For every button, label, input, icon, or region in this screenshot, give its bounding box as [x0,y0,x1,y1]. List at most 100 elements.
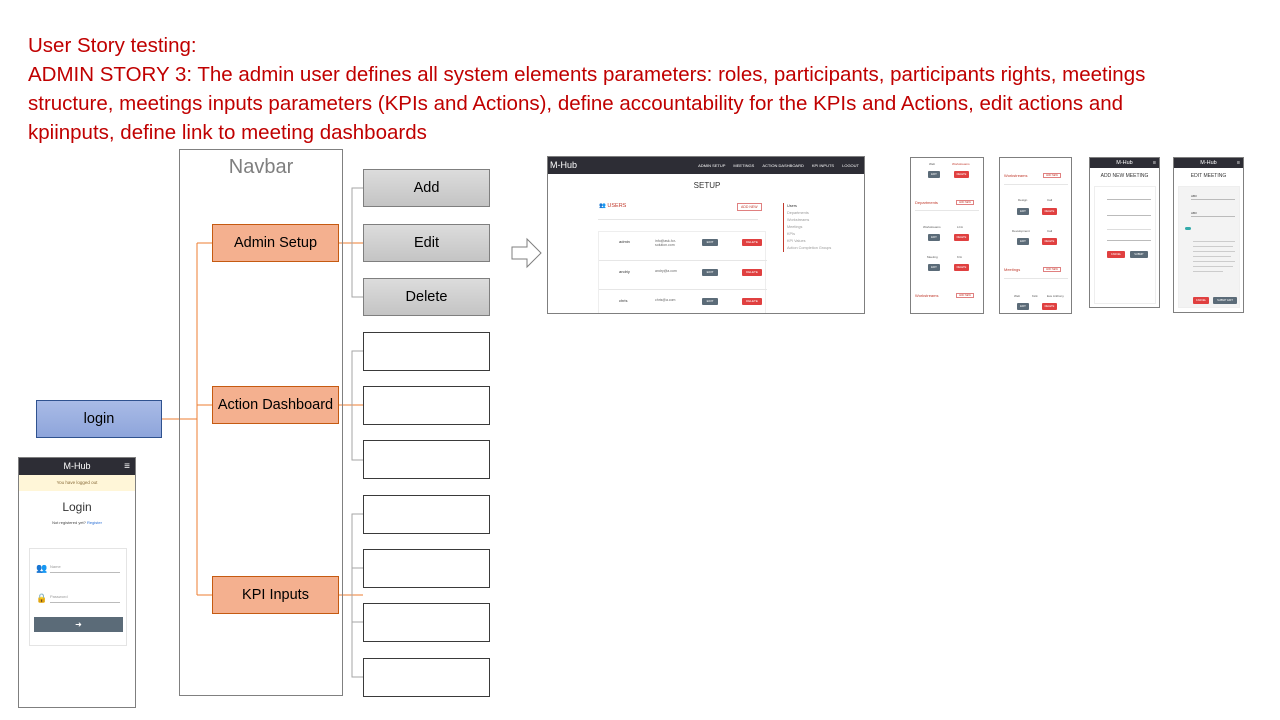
edit-button[interactable]: EDIT [928,171,940,178]
edit-button[interactable]: EDIT [1017,238,1029,245]
side-menu-users[interactable]: Users [787,204,797,208]
add-meeting-form: CANCEL SUBMIT [1094,186,1156,304]
delete-user-button[interactable]: DELETE [742,269,762,276]
side-menu-action-groups[interactable]: Action Completion Groups [787,246,832,250]
add-new-department-button[interactable]: ADD NEW [956,200,974,205]
edit-user-button[interactable]: EDIT [702,269,718,276]
edit-button[interactable]: EDIT [928,264,940,271]
delete-user-button[interactable]: DELETE [742,298,762,305]
side-menu-kpi-values[interactable]: KPI Values [787,239,806,243]
nav-action-dashboard-link[interactable]: ACTION DASHBOARD [762,163,804,168]
delete-button[interactable]: DELETE [1042,238,1057,245]
story-title: User Story testing: ADMIN STORY 3: The a… [28,31,1258,147]
meeting-row-name: Web [1014,294,1021,298]
name-input[interactable]: Name [50,564,120,573]
cancel-button[interactable]: CANCEL [1193,297,1209,304]
submit-edit-button[interactable]: SUBMIT EDIT [1213,297,1237,304]
delete-button[interactable]: DELETE [1042,303,1057,310]
add-meeting-heading: ADD NEW MEETING [1100,173,1149,179]
add-new-workstream-button[interactable]: ADD NEW [956,293,974,298]
side-menu-workstreams[interactable]: Workstreams [787,218,810,222]
login-heading: Login [62,500,92,514]
submit-button[interactable]: SUBMIT [1130,251,1148,258]
setup-topbar: M-Hub ADMIN SETUP MEETINGS ACTION DASHBO… [548,157,864,174]
sign-in-icon: ➜ [75,620,82,629]
side-menu-departments[interactable]: Departments [787,211,809,215]
ws-row-name: Development [1012,229,1030,233]
ws-row-value: Cali [1047,198,1053,202]
login-node[interactable]: login [36,400,162,438]
password-input[interactable]: Password [50,594,120,603]
navbar-label: Navbar [228,156,294,178]
add-meeting-topbar: M-Hub ≡ [1090,158,1159,168]
user-name: admin [619,239,630,244]
users-section-label: USERS [607,203,627,209]
toggle-switch[interactable] [1185,227,1191,230]
nav-kpi-inputs[interactable]: KPI Inputs [212,576,339,614]
nav-action-dashboard[interactable]: Action Dashboard [212,386,339,424]
workstreams-section-title: Workstreams [915,293,939,298]
delete-button[interactable]: DELETE [954,234,969,241]
edit-user-button[interactable]: EDIT [702,239,718,246]
login-submit-button[interactable]: ➜ [34,617,123,632]
delete-button[interactable]: DELETE [954,171,969,178]
nav-logout-link[interactable]: LOGOUT [842,163,859,168]
delete-action-box[interactable]: Delete [363,278,490,316]
nav-meetings-link[interactable]: MEETINGS [733,163,755,168]
dept-row-name: Workstreams [923,225,941,229]
title-line-1: User Story testing: [28,34,197,57]
meetings-section-title: Meetings [1004,267,1021,272]
dept-row-name: Web [929,162,936,166]
user-name: chris [619,298,628,303]
logout-alert: You have logged out [19,475,135,491]
delete-user-button[interactable]: DELETE [742,239,762,246]
ws-row-name: Design [1018,198,1028,202]
add-new-user-button[interactable]: ADD NEW [737,203,762,211]
nav-admin-setup[interactable]: Admin Setup [212,224,339,262]
edit-button[interactable]: EDIT [1017,208,1029,215]
edit-meeting-form: AB3 AB3 CANCEL SUBMIT EDIT [1178,186,1240,308]
flow-arrow-icon [511,237,542,269]
edit-action-box[interactable]: Edit [363,224,490,262]
edit-button[interactable]: EDIT [1017,303,1029,310]
hamburger-icon[interactable]: ≡ [1152,160,1156,166]
edit-button[interactable]: EDIT [928,234,940,241]
side-menu-kpis[interactable]: KPIs [787,232,796,236]
user-email: info@ask-for-solution.com [655,239,677,247]
register-link[interactable]: Register [87,520,102,525]
empty-box [363,495,490,534]
side-menu-meetings[interactable]: Meetings [787,225,803,229]
workstreams-section-title: Workstreams [1004,173,1028,178]
meeting-name-field[interactable]: AB3 [1191,194,1197,198]
edit-meeting-heading: EDIT MEETING [1190,173,1227,179]
delete-button[interactable]: DELETE [954,264,969,271]
users-icon: 👥 [599,203,606,209]
hamburger-icon[interactable]: ≡ [1236,160,1240,166]
add-new-meeting-button[interactable]: ADD NEW [1043,267,1061,272]
users-table: admin info@ask-for-solution.com EDIT DEL… [598,231,767,313]
edit-meeting-topbar: M-Hub ≡ [1174,158,1243,168]
brand-logo: M-Hub [550,160,578,170]
user-name: andriy [619,269,630,274]
dept-row-value: LCA [957,225,963,229]
hamburger-icon[interactable]: ≡ [124,461,130,472]
empty-box [363,386,490,425]
cancel-button[interactable]: CANCEL [1107,251,1125,258]
empty-box [363,603,490,642]
edit-meeting-screen-thumbnail: M-Hub ≡ EDIT MEETING AB3 AB3 CANCEL SUBM… [1173,157,1244,313]
setup-screen-thumbnail: M-Hub ADMIN SETUP MEETINGS ACTION DASHBO… [547,156,865,314]
meeting-code-field[interactable]: AB3 [1191,211,1197,215]
nav-admin-setup-link[interactable]: ADMIN SETUP [698,163,726,168]
empty-box [363,658,490,697]
setup-heading: SETUP [693,181,721,190]
edit-user-button[interactable]: EDIT [702,298,718,305]
nav-kpi-inputs-link[interactable]: KPI INPUTS [811,163,835,168]
add-new-workstream-button[interactable]: ADD NEW [1043,173,1061,178]
register-prompt: Not registered yet? [52,520,86,525]
brand-logo: M-Hub [1200,160,1217,166]
meeting-row-owner: Eve Anthony [1047,294,1064,298]
delete-button[interactable]: DELETE [1042,208,1057,215]
title-line-4: kpiinputs, define link to meeting dashbo… [28,121,427,144]
add-action-box[interactable]: Add [363,169,490,207]
